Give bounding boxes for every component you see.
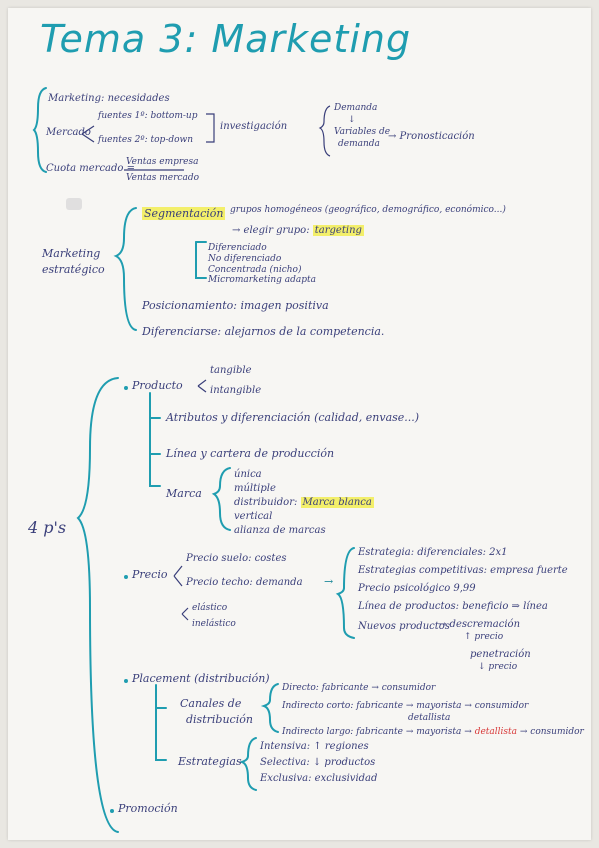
cuota-label: Cuota mercado = xyxy=(46,163,135,174)
estrategia-intensiva: Intensiva: ↑ regiones xyxy=(260,741,369,752)
precio-techo: Precio techo: demanda xyxy=(186,577,303,588)
diferenciarse: Diferenciarse: alejarnos de la competenc… xyxy=(142,325,385,338)
segmentacion-bracket xyxy=(195,241,207,279)
precio-down: ↓ precio xyxy=(478,662,518,672)
canal-directo: Directo: fabricante → consumidor xyxy=(282,683,436,693)
descremacion: → descremación xyxy=(438,619,521,630)
arrow-down-icon: ↓ xyxy=(348,115,356,125)
estrategia-selectiva: Selectiva: ↓ productos xyxy=(260,757,376,768)
marca-multiple: múltiple xyxy=(234,483,276,494)
marca-distribuidor: distribuidor: Marca blanca xyxy=(234,497,374,508)
promocion-label: Promoción xyxy=(118,802,178,815)
canal-indirecto-largo: Indirecto largo: fabricante → mayorista … xyxy=(282,727,584,737)
page-title: Tema 3: Marketing xyxy=(40,17,412,61)
inelastico: inelástico xyxy=(192,619,236,629)
four-p-brace xyxy=(76,377,119,833)
canales-label: Canales de xyxy=(180,697,242,710)
estrategico-label-1: Marketing xyxy=(42,247,101,260)
canales-brace xyxy=(260,683,279,733)
tipo-diferenciado: Diferenciado xyxy=(208,243,267,253)
marca-blanca-highlight: Marca blanca xyxy=(300,497,374,508)
bullet-promocion xyxy=(110,809,114,813)
estrategias-brace xyxy=(238,737,257,791)
marca-brace xyxy=(211,467,231,531)
posicionamiento: Posicionamiento: imagen positiva xyxy=(142,299,329,312)
canal-indirecto-corto: Indirecto corto: fabricante → mayorista … xyxy=(282,701,529,711)
precio-strategies-brace xyxy=(335,547,355,639)
placement-bracket xyxy=(155,684,167,761)
fuente-2: fuentes 2º: top-down xyxy=(98,135,194,145)
marca-unica: única xyxy=(234,469,262,480)
marca-vertical: vertical xyxy=(234,511,273,522)
bracket-lines xyxy=(32,87,355,833)
variables-label: Variables de xyxy=(334,127,391,137)
investigacion-label: investigación xyxy=(220,121,288,132)
notebook-page: Tema 3: Marketing Marketing: necesidades… xyxy=(8,8,591,840)
segmentacion-desc: grupos homogéneos (geográfico, demográfi… xyxy=(230,205,506,215)
penetracion: penetración xyxy=(470,649,531,660)
targeting-highlight: targeting xyxy=(312,225,364,236)
precio-up: ↑ precio xyxy=(464,632,504,642)
estrategia-diferenciales: Estrategia: diferenciales: 2x1 xyxy=(358,547,508,558)
elegir-grupo: → elegir grupo: targeting xyxy=(232,225,364,236)
precio-label: Precio xyxy=(132,568,168,581)
distribucion-label: distribución xyxy=(186,713,253,726)
intro-brace xyxy=(32,87,47,173)
estrategico-label-2: estratégico xyxy=(42,263,105,276)
marca-label: Marca xyxy=(166,487,202,500)
tipo-concentrada: Concentrada (nicho) xyxy=(208,265,302,275)
ventas-mercado: Ventas mercado xyxy=(126,173,200,183)
pronostico-label: → Pronosticación xyxy=(388,131,475,142)
bullet-precio xyxy=(124,575,128,579)
atributos: Atributos y diferenciación (calidad, env… xyxy=(166,411,420,424)
marca-alianza: alianza de marcas xyxy=(234,525,326,536)
demanda-label-2: demanda xyxy=(338,139,380,149)
bullet-placement xyxy=(124,679,128,683)
tipo-micromarketing: Micromarketing adapta xyxy=(208,275,316,285)
smudge xyxy=(66,198,82,210)
estrategia-competitivas: Estrategias competitivas: empresa fuerte xyxy=(358,565,568,576)
estrategia-linea: Línea de productos: beneficio ⇒ línea xyxy=(358,601,548,612)
mercado-label: Mercado xyxy=(46,127,91,138)
fuente-1: fuentes 1º: bottom-up xyxy=(98,111,198,121)
detallista-label: detallista xyxy=(408,713,451,723)
precio-suelo: Precio suelo: costes xyxy=(186,553,287,564)
placement-label: Placement (distribución) xyxy=(132,672,270,685)
estrategias-label: Estrategias xyxy=(178,755,242,768)
estrategia-exclusiva: Exclusiva: exclusividad xyxy=(260,773,378,784)
elastico: elástico xyxy=(192,603,228,613)
ventas-empresa: Ventas empresa xyxy=(126,157,199,167)
bullet-producto xyxy=(124,386,128,390)
tipo-no-diferenciado: No diferenciado xyxy=(208,254,282,264)
estrategia-psicologico: Precio psicológico 9,99 xyxy=(358,583,476,594)
producto-label: Producto xyxy=(132,379,183,392)
segmentacion-label: Segmentación xyxy=(142,207,226,220)
four-p-label: 4 p's xyxy=(28,518,67,537)
producto-bracket xyxy=(149,392,161,487)
tangible: tangible xyxy=(210,365,252,376)
demanda-label: Demanda xyxy=(334,103,378,113)
nuevos-productos: Nuevos productos xyxy=(358,621,450,632)
estrategico-brace xyxy=(113,207,137,331)
intangible: intangible xyxy=(210,385,262,396)
linea-cartera: Línea y cartera de producción xyxy=(166,447,335,460)
marketing-definition: Marketing: necesidades xyxy=(48,93,170,104)
precio-arrow-icon: → xyxy=(324,575,334,588)
detallista-red: detallista xyxy=(474,727,517,737)
